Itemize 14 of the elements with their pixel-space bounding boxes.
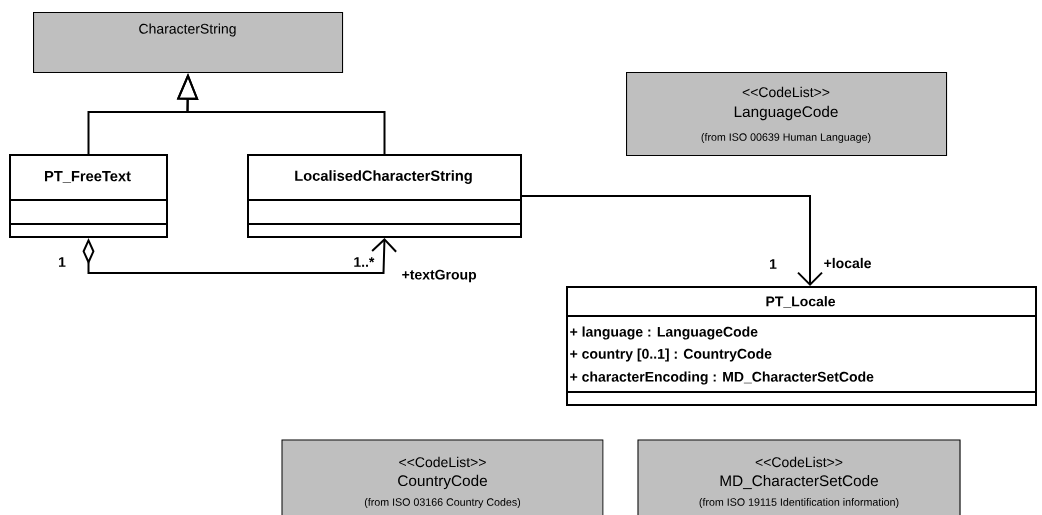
codelist-box: <<CodeList>> CountryCode (from ISO 03166 Country Codes): [281, 439, 604, 515]
codelist-box: <<CodeList>> MD_CharacterSetCode (from ISO 19115 Identification information): [637, 439, 961, 515]
role-name: +locale: [824, 257, 871, 269]
role-name: +textGroup: [402, 269, 477, 283]
multiplicity-label: 1: [770, 259, 777, 269]
class-box: PT_FreeText: [8, 154, 168, 238]
multiplicity-label: 1: [59, 257, 66, 267]
association-arrow: [521, 195, 823, 286]
aggregation-line: [82, 238, 398, 274]
multiplicity-label: 1..*: [354, 257, 375, 267]
codelist-box: <<CodeList>> LanguageCode (from ISO 00639 Human Language): [626, 72, 948, 157]
class-box: PT_Locale + language : LanguageCode + country [0..1] : CountryCode + characterEncoding : MD_CharacterSetCode: [565, 286, 1037, 406]
codelist-box: CharacterString: [33, 12, 344, 74]
class-box: LocalisedCharacterString: [246, 154, 522, 238]
